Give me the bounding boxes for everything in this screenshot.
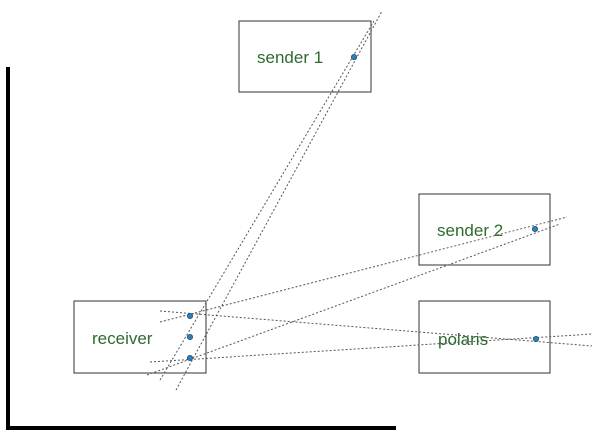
- sender2-dot: [532, 225, 539, 232]
- receiver-dot-bottom: [186, 354, 193, 361]
- sender2-box: [418, 193, 551, 266]
- line-receiver-polaris-a: [159, 310, 593, 347]
- receiver-dot-middle: [186, 333, 193, 340]
- line-receiver-sender1-a: [175, 10, 383, 391]
- receiver-box: [73, 300, 207, 374]
- line-receiver-sender2-a: [159, 216, 568, 323]
- sender1-label: sender 1: [257, 48, 323, 67]
- dots: [186, 54, 540, 361]
- signal-lines: [146, 10, 593, 391]
- receiver-label: receiver: [92, 329, 153, 348]
- sender1-box: [238, 20, 372, 93]
- sender2-label: sender 2: [437, 221, 503, 240]
- polaris-dot: [533, 335, 540, 342]
- polaris-label: polaris: [438, 330, 488, 349]
- receiver-dot-top: [186, 312, 193, 319]
- line-receiver-polaris-b: [149, 333, 593, 363]
- line-receiver-sender1-b: [159, 20, 375, 381]
- line-receiver-sender2-b: [146, 223, 561, 376]
- sender1-dot: [350, 54, 357, 61]
